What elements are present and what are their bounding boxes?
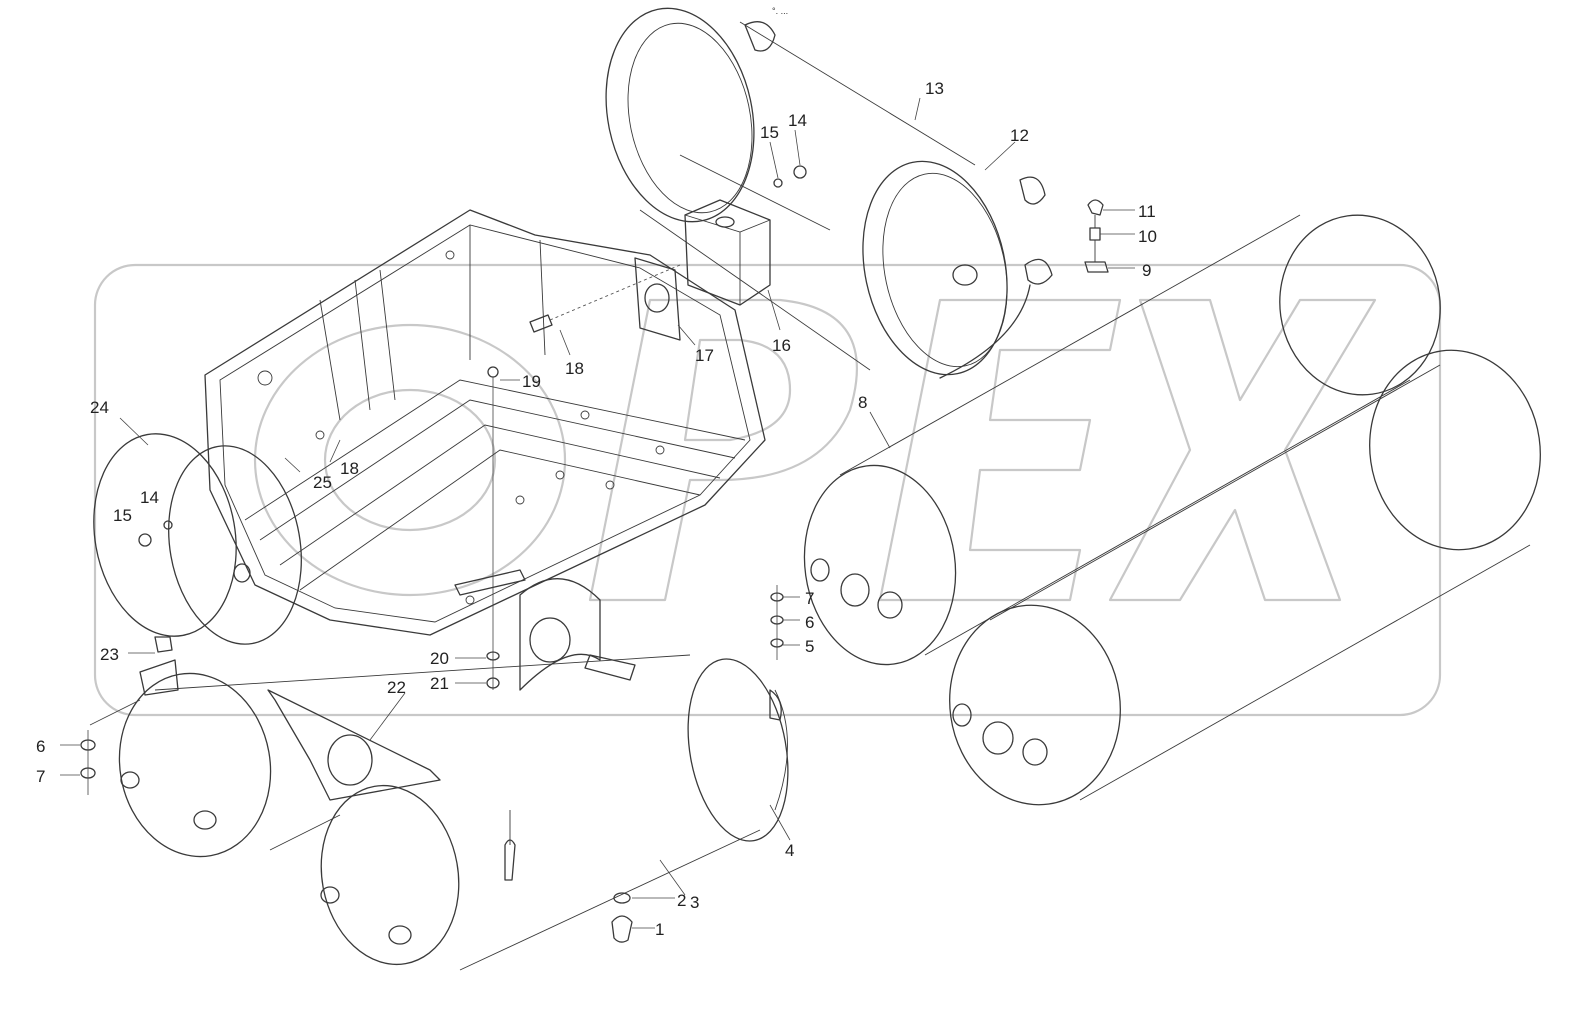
- nuts-5-7-center: [770, 585, 784, 660]
- fitting-9-11: [1084, 199, 1109, 273]
- callout-18-left: 18: [340, 459, 359, 478]
- callout-1: 1: [655, 920, 664, 939]
- callout-5: 5: [805, 637, 814, 656]
- callout-3: 3: [690, 893, 699, 912]
- callout-13: 13: [925, 79, 944, 98]
- corner-mark: °. ...: [772, 6, 788, 16]
- callout-19: 19: [522, 372, 541, 391]
- callout-6-left: 6: [36, 737, 45, 756]
- plate-17: [634, 257, 681, 341]
- drain-plug-1-2: [611, 892, 633, 943]
- callout-16: 16: [772, 336, 791, 355]
- bolt-23: [89, 636, 179, 726]
- callout-24: 24: [90, 398, 109, 417]
- callout-15-top: 15: [760, 123, 779, 142]
- callout-18-top: 18: [565, 359, 584, 378]
- leader-lines: [60, 97, 1135, 929]
- callout-14-top: 14: [788, 111, 807, 130]
- callout-20: 20: [430, 649, 449, 668]
- callout-6-center: 6: [805, 613, 814, 632]
- tank-8b: [949, 349, 1541, 806]
- callout-12: 12: [1010, 126, 1029, 145]
- callout-10: 10: [1138, 227, 1157, 246]
- callout-14-left: 14: [140, 488, 159, 507]
- tank-3-pair: [118, 654, 789, 971]
- callout-17: 17: [695, 346, 714, 365]
- callout-22: 22: [387, 678, 406, 697]
- callouts: 1 2 3 4 5 6 7 6 7 8 9 10 11 12 13 14 15 …: [36, 79, 1157, 939]
- callout-21: 21: [430, 674, 449, 693]
- callout-4: 4: [785, 841, 794, 860]
- callout-11: 11: [1138, 202, 1156, 221]
- callout-7-left: 7: [36, 767, 45, 786]
- callout-7-center: 7: [805, 589, 814, 608]
- washer-15-top: [773, 178, 783, 188]
- tank-13: [605, 7, 1053, 379]
- callout-15-left: 15: [113, 506, 132, 525]
- watermark: [93, 263, 1442, 717]
- bracket-22: [267, 578, 636, 801]
- end-plate-24: [93, 433, 302, 645]
- tank-8: [803, 214, 1441, 666]
- bracket-16: [679, 154, 831, 306]
- callout-23: 23: [100, 645, 119, 664]
- callout-8: 8: [858, 393, 867, 412]
- bolt-19: [486, 366, 500, 690]
- callout-25: 25: [313, 473, 332, 492]
- nut-14-top: [793, 165, 807, 179]
- callout-9: 9: [1142, 261, 1151, 280]
- callout-2: 2: [677, 891, 686, 910]
- battery-box: [204, 209, 766, 636]
- bolt-18: [529, 264, 681, 333]
